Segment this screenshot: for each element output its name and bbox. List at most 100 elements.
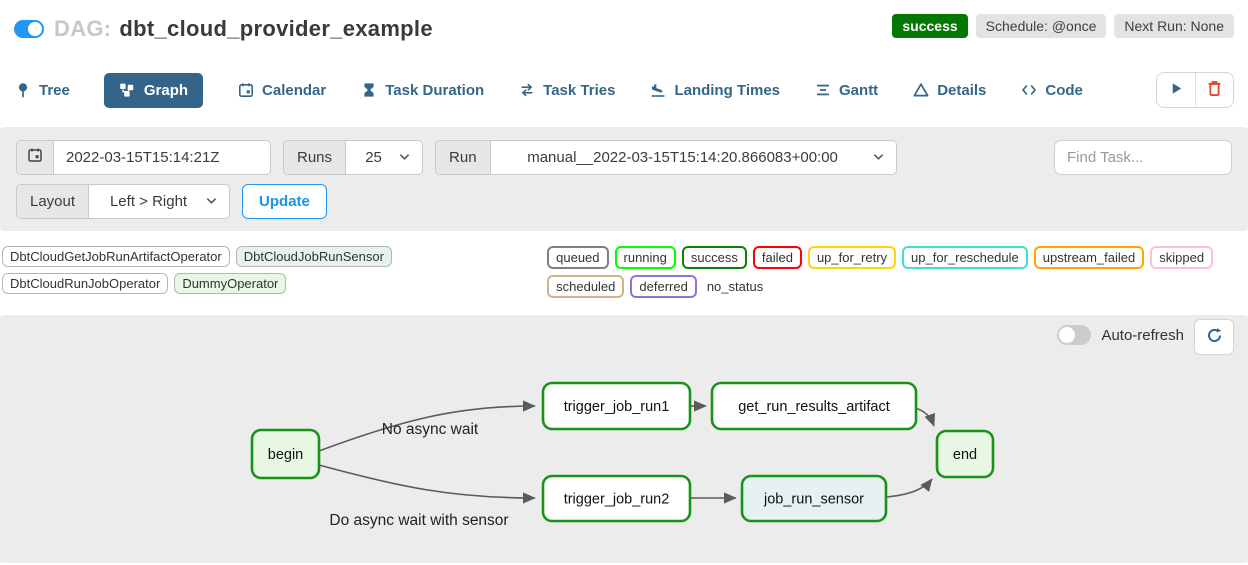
task-node-label: trigger_job_run1 bbox=[564, 399, 670, 415]
graph-icon bbox=[119, 82, 136, 99]
hourglass-icon bbox=[360, 82, 377, 99]
edge-begin-to-trigger_job_run2 bbox=[318, 464, 536, 504]
operator-badge-dbtcloudgetjobrunartifactoperator: DbtCloudGetJobRunArtifactOperator bbox=[2, 246, 230, 267]
header-badges: success Schedule: @once Next Run: None bbox=[892, 14, 1234, 38]
tab-tree[interactable]: Tree bbox=[14, 82, 70, 99]
tab-bar: Tree Graph Calendar Task Duration Task Tries… bbox=[14, 72, 1234, 108]
refresh-button[interactable] bbox=[1194, 319, 1234, 355]
tab-label: Code bbox=[1045, 81, 1083, 99]
status-badge-no-status: no_status bbox=[702, 277, 768, 296]
toggle-knob bbox=[28, 22, 42, 36]
operator-badge-dbtcloudrunjoboperator: DbtCloudRunJobOperator bbox=[2, 273, 169, 294]
edge-begin-to-trigger_job_run1 bbox=[318, 400, 536, 452]
status-badge-deferred: deferred bbox=[630, 275, 697, 298]
toggle-knob bbox=[1059, 327, 1076, 343]
status-badge-running: running bbox=[614, 246, 676, 269]
task-node-trigger_job_run1[interactable]: trigger_job_run1 bbox=[541, 381, 692, 431]
dag-run-select[interactable]: manual__2022-03-15T15:14:20.866083+00:00 bbox=[490, 140, 896, 174]
status-badge-queued: queued bbox=[547, 246, 609, 269]
dag-header: DAG: dbt_cloud_provider_example success … bbox=[0, 0, 1248, 42]
task-node-label: get_run_results_artifact bbox=[738, 399, 890, 415]
code-icon bbox=[1020, 82, 1037, 99]
tab-label: Graph bbox=[143, 81, 189, 99]
tab-task-duration[interactable]: Task Duration bbox=[360, 82, 484, 99]
runs-count-value: 25 bbox=[365, 148, 382, 166]
status-badge-up-for-reschedule: up_for_reschedule bbox=[902, 246, 1028, 269]
status-badge: success bbox=[892, 14, 968, 38]
schedule-badge: Schedule: @once bbox=[975, 14, 1107, 38]
task-node-label: trigger_job_run2 bbox=[564, 492, 670, 508]
operator-badge-dbtcloudjobrunsensor: DbtCloudJobRunSensor bbox=[235, 246, 392, 267]
task-node-trigger_job_run2[interactable]: trigger_job_run2 bbox=[541, 474, 692, 523]
tree-icon bbox=[14, 82, 31, 99]
refresh-icon bbox=[1206, 327, 1223, 347]
edge-get_run_results_artifact-to-end bbox=[914, 407, 936, 427]
auto-refresh-label: Auto-refresh bbox=[1101, 326, 1184, 344]
triangle-icon bbox=[912, 82, 929, 99]
delete-dag-button[interactable] bbox=[1195, 73, 1233, 107]
tab-landing-times[interactable]: Landing Times bbox=[649, 82, 780, 99]
task-node-end[interactable]: end bbox=[935, 429, 995, 479]
update-button[interactable]: Update bbox=[242, 183, 327, 219]
status-badge-up-for-retry: up_for_retry bbox=[807, 246, 897, 269]
plane-landing-icon bbox=[649, 82, 666, 99]
layout-label: Layout bbox=[17, 184, 90, 218]
layout-group: Layout Left > Right bbox=[16, 183, 231, 219]
edge-job_run_sensor-to-end bbox=[885, 478, 933, 498]
gantt-bars-icon bbox=[814, 82, 831, 99]
graph-toolbar: Runs 25 Run manual__2022-03-15T15:14:20.… bbox=[0, 127, 1248, 231]
task-node-job_run_sensor[interactable]: job_run_sensor bbox=[740, 474, 888, 523]
task-node-begin[interactable]: begin bbox=[250, 428, 321, 480]
status-badge-scheduled: scheduled bbox=[547, 275, 625, 298]
tab-label: Task Duration bbox=[385, 81, 485, 99]
tab-code[interactable]: Code bbox=[1020, 82, 1083, 99]
operator-badge-dummyoperator: DummyOperator bbox=[174, 273, 287, 294]
dag-prefix: DAG: bbox=[54, 16, 112, 41]
tab-task-tries[interactable]: Task Tries bbox=[518, 82, 615, 99]
retry-arrows-icon bbox=[518, 82, 535, 99]
tab-label: Calendar bbox=[262, 81, 327, 99]
layout-select[interactable]: Left > Right bbox=[89, 184, 230, 218]
status-badge-failed: failed bbox=[752, 246, 802, 269]
task-node-label: begin bbox=[268, 447, 303, 463]
tab-calendar[interactable]: Calendar bbox=[237, 82, 326, 99]
task-node-label: end bbox=[953, 447, 977, 463]
tab-label: Tree bbox=[39, 81, 70, 99]
trash-icon bbox=[1206, 80, 1223, 100]
find-task-input[interactable] bbox=[1054, 139, 1232, 175]
tab-label: Landing Times bbox=[674, 81, 781, 99]
page-title: dbt_cloud_provider_example bbox=[119, 16, 433, 41]
execution-date-input[interactable] bbox=[54, 140, 270, 174]
run-group: Run manual__2022-03-15T15:14:20.866083+0… bbox=[435, 139, 897, 175]
task-node-get_run_results_artifact[interactable]: get_run_results_artifact bbox=[710, 381, 918, 431]
dag-run-value: manual__2022-03-15T15:14:20.866083+00:00 bbox=[527, 148, 838, 166]
dag-pause-toggle[interactable] bbox=[14, 20, 44, 38]
status-badge-skipped: skipped bbox=[1150, 246, 1214, 269]
status-badge-upstream-failed: upstream_failed bbox=[1033, 246, 1145, 269]
runs-count-select[interactable]: 25 bbox=[346, 140, 423, 174]
tab-gantt[interactable]: Gantt bbox=[814, 82, 878, 99]
tab-label: Gantt bbox=[839, 81, 879, 99]
tab-label: Task Tries bbox=[543, 81, 616, 99]
auto-refresh-toggle[interactable] bbox=[1057, 325, 1092, 345]
date-picker-button[interactable] bbox=[17, 140, 54, 174]
trigger-dag-button[interactable] bbox=[1157, 73, 1195, 107]
task-node-label: job_run_sensor bbox=[763, 492, 864, 508]
tab-label: Details bbox=[937, 81, 987, 99]
edge-label: No async wait bbox=[382, 421, 479, 438]
runs-group: Runs 25 bbox=[283, 139, 424, 175]
status-badge-success: success bbox=[681, 246, 747, 269]
tab-details[interactable]: Details bbox=[912, 82, 986, 99]
dag-action-buttons bbox=[1156, 72, 1234, 108]
layout-value: Left > Right bbox=[109, 192, 188, 210]
play-icon bbox=[1169, 81, 1184, 99]
next-run-badge: Next Run: None bbox=[1114, 14, 1234, 38]
calendar-icon bbox=[237, 82, 254, 99]
runs-label: Runs bbox=[284, 140, 347, 174]
run-label: Run bbox=[436, 140, 491, 174]
tab-graph[interactable]: Graph bbox=[103, 72, 204, 108]
